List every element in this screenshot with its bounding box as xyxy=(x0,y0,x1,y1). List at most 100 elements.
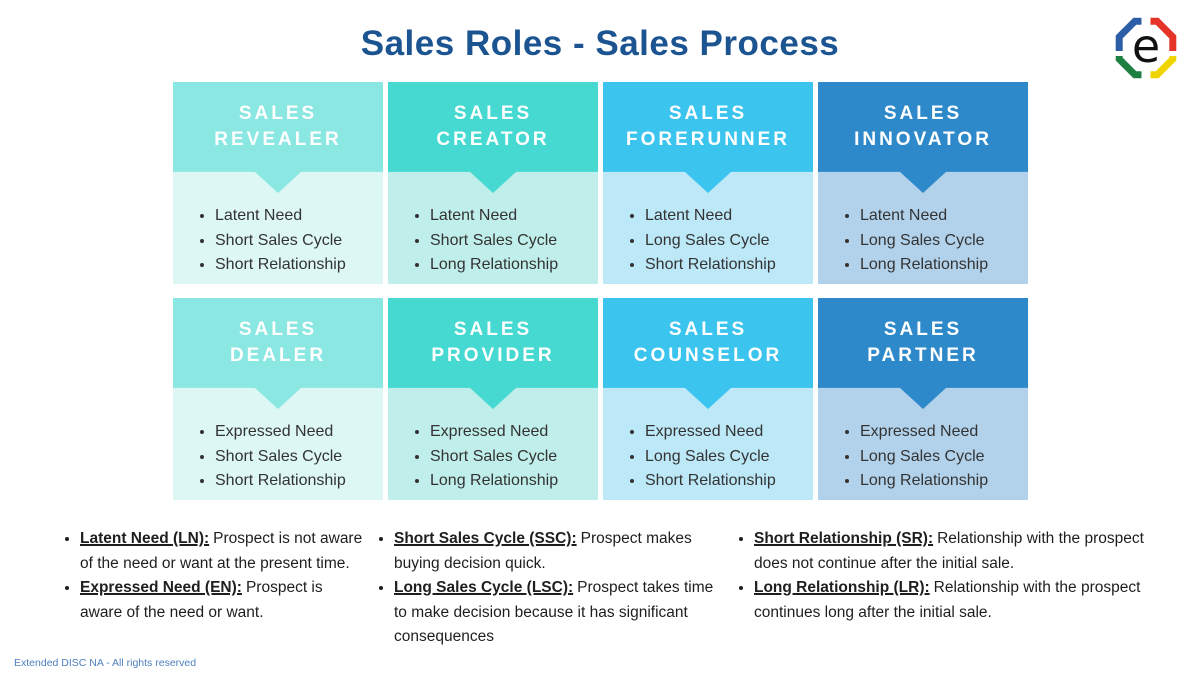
definition-term: Expressed Need (EN): xyxy=(80,579,242,596)
bullet-item: Long Relationship xyxy=(860,253,1022,278)
bullet-item: Long Sales Cycle xyxy=(645,445,807,470)
logo-segment-green xyxy=(1115,56,1142,79)
bullet-item: Short Relationship xyxy=(645,469,807,494)
card-sales-revealer: SALES REVEALER Latent Need Short Sales C… xyxy=(173,82,383,284)
card-title-line1: SALES xyxy=(238,319,318,340)
definition-text: Relationship with the prospect does not … xyxy=(754,530,1144,572)
card-sales-forerunner: SALES FORERUNNER Latent Need Long Sales … xyxy=(603,82,813,284)
extended-disc-logo: e xyxy=(1115,17,1177,79)
card-header: SALES REVEALER xyxy=(173,82,383,193)
card-title: SALES INNOVATOR xyxy=(854,101,992,153)
bullet-item: Short Sales Cycle xyxy=(430,445,592,470)
card-title: SALES FORERUNNER xyxy=(626,101,790,153)
bullet-item: Latent Need xyxy=(215,204,377,229)
bullet-item: Long Sales Cycle xyxy=(860,229,1022,254)
bullet-item: Expressed Need xyxy=(860,420,1022,445)
card-bullet-list: Latent Need Long Sales Cycle Short Relat… xyxy=(631,204,807,278)
definition-item: Long Relationship (LR):Relationship with… xyxy=(754,576,1156,625)
bullet-item: Short Relationship xyxy=(645,253,807,278)
card-title-line2: COUNSELOR xyxy=(633,345,783,366)
page-title: Sales Roles - Sales Process xyxy=(360,24,840,63)
bullet-item: Expressed Need xyxy=(430,420,592,445)
card-title-line2: CREATOR xyxy=(436,129,550,150)
card-title-line1: SALES xyxy=(668,319,748,340)
card-bullet-list: Expressed Need Long Sales Cycle Long Rel… xyxy=(846,420,1022,494)
card-header: SALES CREATOR xyxy=(388,82,598,193)
definition-item: Short Relationship (SR):Relationship wit… xyxy=(754,527,1156,576)
card-header: SALES DEALER xyxy=(173,298,383,409)
card-title: SALES PROVIDER xyxy=(431,317,554,369)
card-title-line2: PROVIDER xyxy=(431,345,555,366)
bullet-item: Latent Need xyxy=(430,204,592,229)
bullet-item: Short Sales Cycle xyxy=(430,229,592,254)
card-sales-creator: SALES CREATOR Latent Need Short Sales Cy… xyxy=(388,82,598,284)
bullet-item: Expressed Need xyxy=(215,420,377,445)
bullet-item: Short Sales Cycle xyxy=(215,445,377,470)
card-header: SALES INNOVATOR xyxy=(818,82,1028,193)
card-sales-dealer: SALES DEALER Expressed Need Short Sales … xyxy=(173,298,383,500)
logo-octagon-ring xyxy=(1115,17,1177,79)
definition-item: Long Sales Cycle (LSC):Prospect takes ti… xyxy=(394,576,714,650)
definition-term: Latent Need (LN): xyxy=(80,530,210,547)
card-bullet-list: Expressed Need Short Sales Cycle Short R… xyxy=(201,420,377,494)
definition-term: Short Sales Cycle (SSC): xyxy=(394,530,577,547)
definition-item: Expressed Need (EN):Prospect is aware of… xyxy=(80,576,364,625)
card-title-line2: REVEALER xyxy=(214,129,342,150)
card-title-line1: SALES xyxy=(238,103,318,124)
bullet-item: Short Relationship xyxy=(215,469,377,494)
card-bullet-list: Latent Need Short Sales Cycle Long Relat… xyxy=(416,204,592,278)
card-title: SALES COUNSELOR xyxy=(634,317,782,369)
definition-text: Prospect makes buying decision quick. xyxy=(394,530,692,572)
bullet-item: Long Relationship xyxy=(860,469,1022,494)
bullet-item: Expressed Need xyxy=(645,420,807,445)
bullet-item: Long Relationship xyxy=(430,469,592,494)
card-header: SALES PROVIDER xyxy=(388,298,598,409)
definition-term: Long Sales Cycle (LSC): xyxy=(394,579,574,596)
definitions-column-relationship: Short Relationship (SR):Relationship wit… xyxy=(736,527,1156,650)
definition-list: Short Sales Cycle (SSC):Prospect makes b… xyxy=(376,527,714,650)
card-title: SALES CREATOR xyxy=(436,101,549,153)
definition-term: Short Relationship (SR): xyxy=(754,530,934,547)
card-title-line2: DEALER xyxy=(229,345,327,366)
bullet-item: Short Relationship xyxy=(215,253,377,278)
definition-list: Short Relationship (SR):Relationship wit… xyxy=(736,527,1156,625)
copyright-footer: Extended DISC NA - All rights reserved xyxy=(14,657,197,669)
card-sales-innovator: SALES INNOVATOR Latent Need Long Sales C… xyxy=(818,82,1028,284)
card-title-line2: INNOVATOR xyxy=(854,129,992,150)
logo-segment-red xyxy=(1150,17,1177,51)
definition-text: Prospect is not aware of the need or wan… xyxy=(80,530,363,572)
card-title: SALES REVEALER xyxy=(214,101,341,153)
definition-text: Prospect is aware of the need or want. xyxy=(80,579,323,621)
definitions-column-sales-cycle: Short Sales Cycle (SSC):Prospect makes b… xyxy=(376,527,714,650)
card-title: SALES DEALER xyxy=(230,317,326,369)
card-header: SALES COUNSELOR xyxy=(603,298,813,409)
definitions-column-need: Latent Need (LN):Prospect is not aware o… xyxy=(62,527,364,650)
bullet-item: Long Relationship xyxy=(430,253,592,278)
bullet-item: Long Sales Cycle xyxy=(645,229,807,254)
card-title-line1: SALES xyxy=(453,319,533,340)
bullet-item: Latent Need xyxy=(860,204,1022,229)
card-title-line1: SALES xyxy=(883,103,963,124)
logo-segment-blue xyxy=(1115,17,1142,51)
card-bullet-list: Expressed Need Long Sales Cycle Short Re… xyxy=(631,420,807,494)
definition-text: Relationship with the prospect continues… xyxy=(754,579,1141,621)
card-title: SALES PARTNER xyxy=(867,317,978,369)
card-header: SALES PARTNER xyxy=(818,298,1028,409)
bullet-item: Latent Need xyxy=(645,204,807,229)
card-title-line1: SALES xyxy=(668,103,748,124)
card-bullet-list: Latent Need Short Sales Cycle Short Rela… xyxy=(201,204,377,278)
card-sales-provider: SALES PROVIDER Expressed Need Short Sale… xyxy=(388,298,598,500)
card-bullet-list: Latent Need Long Sales Cycle Long Relati… xyxy=(846,204,1022,278)
card-sales-counselor: SALES COUNSELOR Expressed Need Long Sale… xyxy=(603,298,813,500)
bullet-item: Long Sales Cycle xyxy=(860,445,1022,470)
card-sales-partner: SALES PARTNER Expressed Need Long Sales … xyxy=(818,298,1028,500)
bullet-item: Short Sales Cycle xyxy=(215,229,377,254)
definition-item: Latent Need (LN):Prospect is not aware o… xyxy=(80,527,364,576)
logo-letter-e: e xyxy=(1132,19,1160,73)
card-title-line1: SALES xyxy=(883,319,963,340)
definition-list: Latent Need (LN):Prospect is not aware o… xyxy=(62,527,364,625)
definition-item: Short Sales Cycle (SSC):Prospect makes b… xyxy=(394,527,714,576)
sales-roles-grid: SALES REVEALER Latent Need Short Sales C… xyxy=(173,82,1028,500)
logo-segment-yellow xyxy=(1150,56,1177,79)
card-header: SALES FORERUNNER xyxy=(603,82,813,193)
